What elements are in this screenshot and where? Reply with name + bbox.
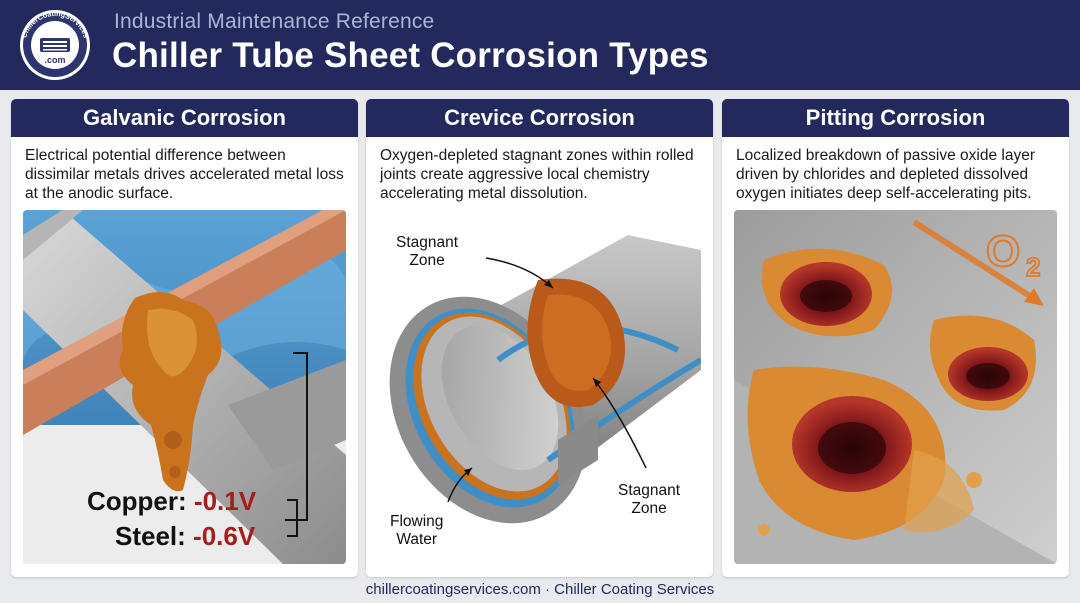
- stagnant-zone-right-label: Stagnant Zone: [618, 482, 680, 518]
- steel-name: Steel:: [115, 521, 186, 551]
- panel-description-galvanic: Electrical potential difference between …: [25, 147, 344, 202]
- header-subtitle: Industrial Maintenance Reference: [114, 10, 435, 33]
- copper-voltage-label: Copper: -0.1V: [87, 486, 256, 517]
- copper-value: -0.1V: [193, 486, 257, 516]
- stagnant-top-line2: Zone: [409, 252, 445, 269]
- panel-galvanic: Galvanic Corrosion Electrical potential …: [11, 99, 358, 577]
- galvanic-illustration: Copper: -0.1V Steel: -0.6V: [23, 210, 346, 564]
- panel-description-pitting: Localized breakdown of passive oxide lay…: [736, 147, 1035, 202]
- company-logo[interactable]: ChillerCoatingServices .com: [12, 8, 98, 82]
- steel-voltage-label: Steel: -0.6V: [115, 521, 255, 552]
- oxygen-symbol: O: [986, 227, 1020, 276]
- stagnant-right-line2: Zone: [631, 500, 667, 517]
- flowing-water-label: Flowing Water: [390, 513, 443, 549]
- panel-crevice: Crevice Corrosion Oxygen-depleted stagna…: [366, 99, 713, 577]
- flowing-line1: Flowing: [390, 513, 444, 530]
- copper-name: Copper:: [87, 486, 187, 516]
- stagnant-zone-top-label: Stagnant Zone: [396, 234, 458, 270]
- panel-title-galvanic: Galvanic Corrosion: [11, 99, 358, 137]
- header-banner: ChillerCoatingServices .com Industrial M…: [0, 0, 1080, 90]
- stagnant-right-line1: Stagnant: [618, 482, 681, 499]
- footer-attribution[interactable]: chillercoatingservices.com · Chiller Coa…: [365, 581, 715, 598]
- flowing-line2: Water: [396, 531, 438, 548]
- page-title: Chiller Tube Sheet Corrosion Types: [112, 36, 709, 75]
- pitting-illustration: O 2: [734, 210, 1057, 564]
- panel-title-pitting: Pitting Corrosion: [722, 99, 1069, 137]
- panel-description-crevice: Oxygen-depleted stagnant zones within ro…: [380, 147, 694, 202]
- panel-pitting: Pitting Corrosion Localized breakdown of…: [722, 99, 1069, 577]
- oxygen-subscript: 2: [1026, 252, 1040, 282]
- steel-value: -0.6V: [193, 521, 256, 551]
- crevice-illustration: Stagnant Zone Stagnant Zone Flowing Wate…: [378, 210, 701, 564]
- stagnant-top-line1: Stagnant: [396, 234, 459, 251]
- logo-sub-text: .com: [44, 55, 65, 65]
- panel-title-crevice: Crevice Corrosion: [366, 99, 713, 137]
